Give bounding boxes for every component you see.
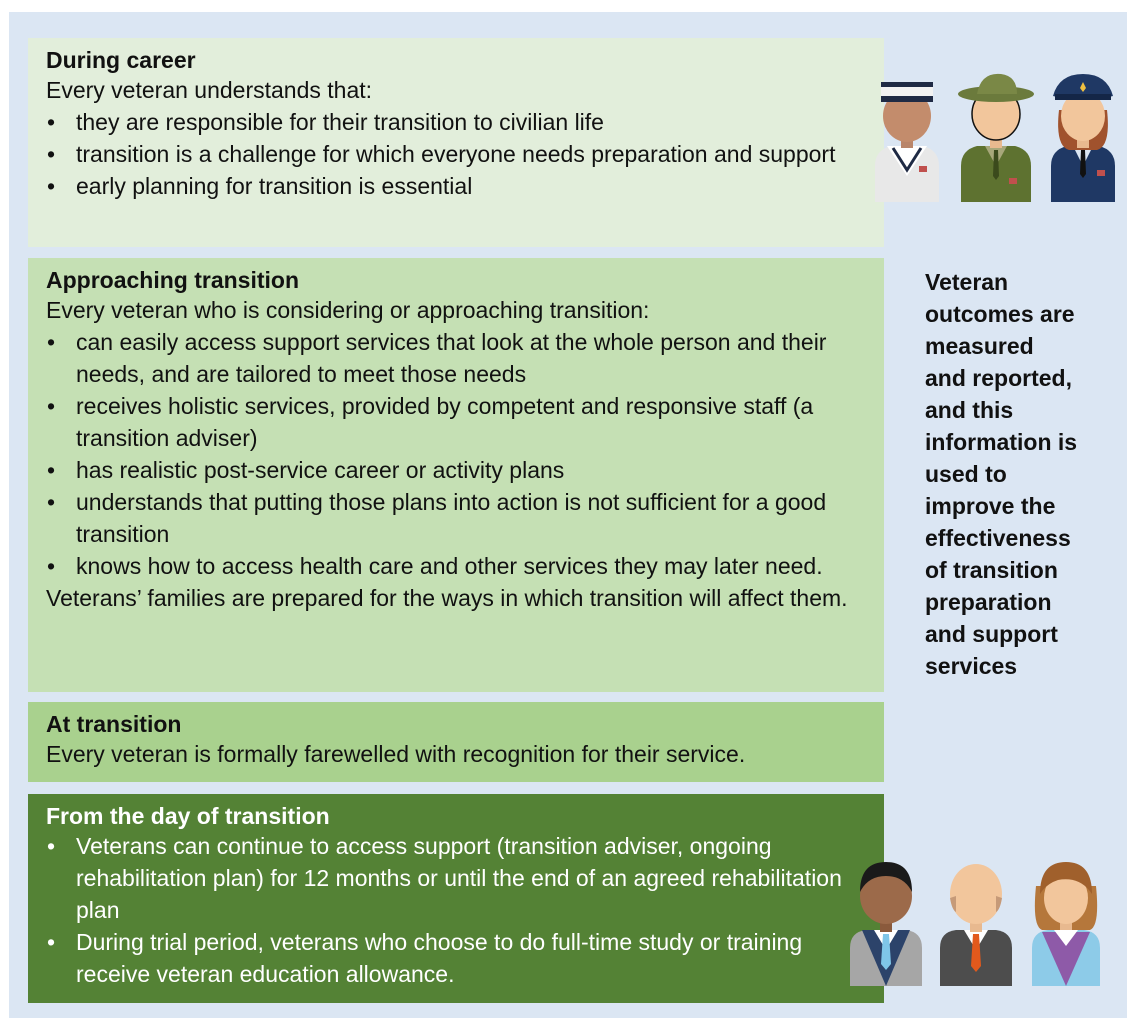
during-career-panel: During career Every veteran understands … [28, 38, 884, 247]
list-item: During trial period, veterans who choose… [46, 926, 866, 990]
civilian-man-icon [850, 862, 922, 986]
list-item: can easily access support services that … [46, 326, 866, 390]
approaching-transition-panel: Approaching transition Every veteran who… [28, 258, 884, 692]
during-career-heading: During career [46, 47, 196, 73]
approaching-transition-families: Veterans’ families are prepared for the … [46, 585, 848, 611]
approaching-transition-intro: Every veteran who is considering or appr… [46, 297, 650, 323]
approaching-transition-list: can easily access support services that … [46, 326, 866, 582]
list-item: transition is a challenge for which ever… [46, 138, 866, 170]
during-career-list: they are responsible for their transitio… [46, 106, 866, 202]
service-members-icon-group [875, 73, 1115, 202]
approaching-transition-heading: Approaching transition [46, 267, 299, 293]
list-item: receives holistic services, provided by … [46, 390, 866, 454]
during-career-intro: Every veteran understands that: [46, 77, 373, 103]
list-item: knows how to access health care and othe… [46, 550, 866, 582]
civilians-icon-group [850, 862, 1100, 986]
at-transition-heading: At transition [46, 711, 182, 737]
list-item: understands that putting those plans int… [46, 486, 866, 550]
from-day-of-transition-list: Veterans can continue to access support … [46, 830, 866, 990]
from-day-of-transition-heading: From the day of transition [46, 803, 330, 829]
at-transition-panel: At transition Every veteran is formally … [28, 702, 884, 782]
civilian-bald-man-icon [940, 864, 1012, 986]
list-item: early planning for transition is essenti… [46, 170, 866, 202]
from-day-of-transition-panel: From the day of transition Veterans can … [28, 794, 884, 1003]
at-transition-text: Every veteran is formally farewelled wit… [46, 741, 746, 767]
navy-sailor-icon [875, 82, 939, 202]
veteran-outcomes-note: Veteran outcomes are measured and report… [925, 269, 1078, 679]
list-item: Veterans can continue to access support … [46, 830, 866, 926]
air-force-member-icon [1051, 74, 1115, 202]
civilian-woman-icon [1032, 862, 1100, 986]
list-item: has realistic post-service career or act… [46, 454, 866, 486]
list-item: they are responsible for their transitio… [46, 106, 866, 138]
army-soldier-icon [958, 73, 1034, 202]
